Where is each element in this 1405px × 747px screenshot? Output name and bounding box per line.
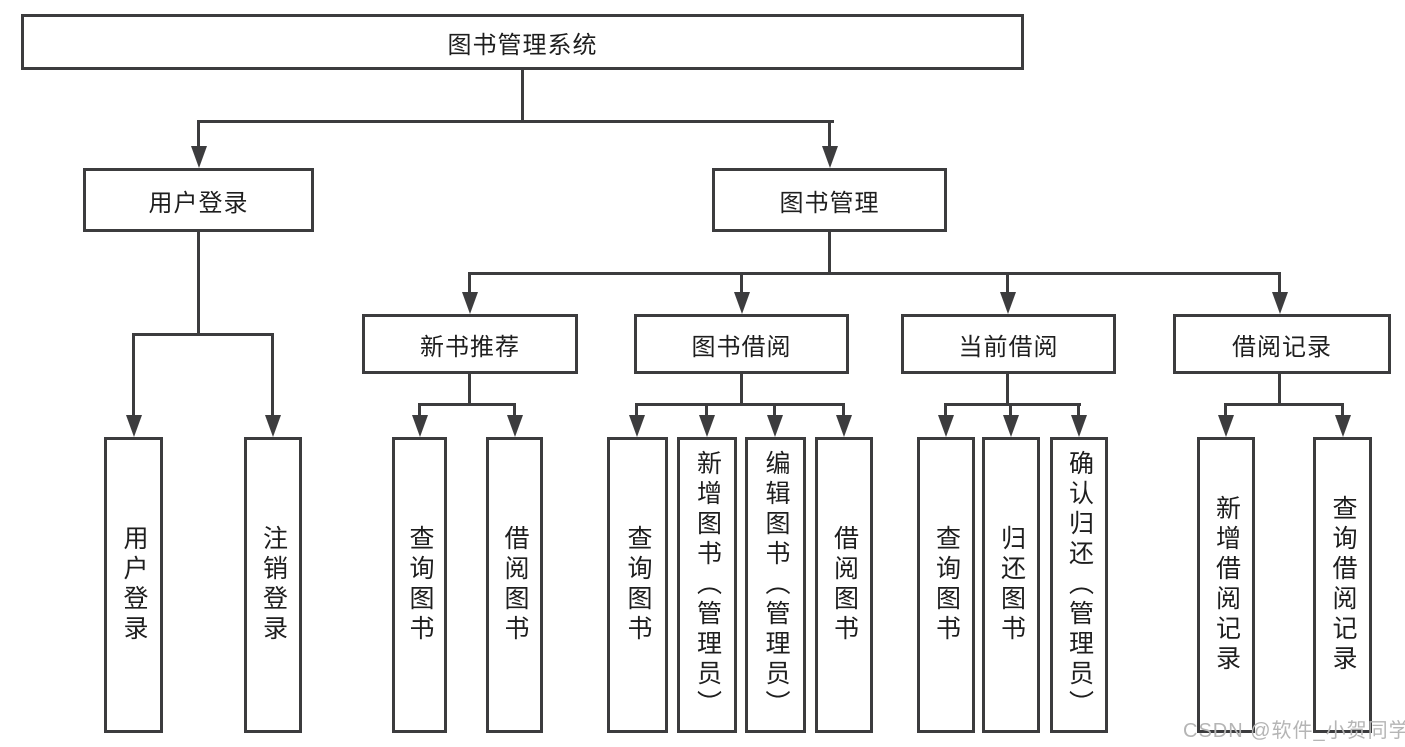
leaf-borrow-query-book-label: 查询图书 (624, 525, 652, 645)
leaf-add-book-admin: 新增图书（管理员） (677, 437, 737, 733)
connector-level2-bus (197, 120, 834, 123)
arrow-down-icon (629, 415, 645, 437)
arrow-down-icon (938, 415, 954, 437)
connector-borrow-records-trunk (1278, 374, 1281, 406)
node-user-login: 用户登录 (83, 168, 314, 232)
connector-drop-leaf (1077, 403, 1080, 417)
arrow-down-icon (126, 415, 142, 437)
arrow-down-icon (412, 415, 428, 437)
arrow-down-icon (191, 146, 207, 168)
connector-drop-leaf (513, 403, 516, 417)
arrow-down-icon (734, 292, 750, 314)
node-root: 图书管理系统 (21, 14, 1024, 70)
leaf-current-query-book-label: 查询图书 (932, 525, 961, 645)
connector-book-borrow-bus (635, 403, 845, 406)
leaf-return-book: 归还图书 (982, 437, 1040, 733)
arrow-down-icon (1335, 415, 1351, 437)
connector-drop-book-management (828, 120, 831, 148)
leaf-query-borrow-record: 查询借阅记录 (1313, 437, 1372, 733)
leaf-query-borrow-record-label: 查询借阅记录 (1329, 495, 1357, 675)
leaf-borrow-book: 借阅图书 (815, 437, 873, 733)
arrow-down-icon (462, 292, 478, 314)
leaf-logout-label: 注销登录 (259, 525, 288, 645)
connector-drop-leaf (842, 403, 845, 417)
connector-drop-leaf (1224, 403, 1227, 417)
node-borrow-records-label: 借阅记录 (1232, 333, 1332, 361)
node-user-login-label: 用户登录 (148, 189, 249, 217)
leaf-rec-query-book: 查询图书 (392, 437, 447, 733)
arrow-down-icon (1272, 292, 1288, 314)
node-root-label: 图书管理系统 (447, 31, 598, 59)
connector-drop-new-book-recommend (468, 272, 471, 294)
leaf-add-book-admin-label: 新增图书（管理员） (693, 450, 722, 720)
connector-drop-borrow-records (1278, 272, 1281, 294)
arrow-down-icon (1071, 415, 1087, 437)
connector-drop-leaf (418, 403, 421, 417)
node-current-borrow: 当前借阅 (901, 314, 1116, 374)
connector-drop-leaf (773, 403, 776, 417)
connector-drop-leaf (1009, 403, 1012, 417)
connector-borrow-records-bus (1224, 403, 1344, 406)
leaf-edit-book-admin: 编辑图书（管理员） (745, 437, 806, 733)
arrow-down-icon (1003, 415, 1019, 437)
connector-drop-current-borrow (1006, 272, 1009, 294)
connector-user-login-bus (132, 333, 274, 336)
connector-level3-bus (468, 272, 1281, 275)
node-borrow-records: 借阅记录 (1173, 314, 1391, 374)
connector-new-book-recommend-bus (418, 403, 516, 406)
connector-drop-leaf-user-login (132, 333, 135, 415)
node-book-management-label: 图书管理 (779, 189, 880, 217)
node-book-borrow: 图书借阅 (634, 314, 849, 374)
connector-book-management-trunk (828, 232, 831, 274)
arrow-down-icon (767, 415, 783, 437)
connector-drop-leaf (944, 403, 947, 417)
arrow-down-icon (265, 415, 281, 437)
connector-book-borrow-trunk (740, 374, 743, 406)
connector-drop-book-borrow (740, 272, 743, 294)
arrow-down-icon (699, 415, 715, 437)
csdn-watermark: CSDN @软件_小贺同学 (1183, 720, 1405, 742)
arrow-down-icon (507, 415, 523, 437)
leaf-rec-borrow-book: 借阅图书 (486, 437, 543, 733)
leaf-add-borrow-record-label: 新增借阅记录 (1212, 495, 1241, 675)
arrow-down-icon (836, 415, 852, 437)
leaf-borrow-book-label: 借阅图书 (830, 525, 859, 645)
leaf-current-query-book: 查询图书 (917, 437, 975, 733)
node-book-management: 图书管理 (712, 168, 947, 232)
connector-root-trunk (521, 69, 524, 121)
arrow-down-icon (1000, 292, 1016, 314)
connector-user-login-trunk (197, 232, 200, 336)
leaf-return-book-label: 归还图书 (997, 525, 1026, 645)
leaf-confirm-return-admin-label: 确认归还（管理员） (1065, 450, 1094, 720)
node-book-borrow-label: 图书借阅 (691, 333, 792, 361)
connector-drop-user-login (197, 120, 200, 148)
leaf-confirm-return-admin: 确认归还（管理员） (1050, 437, 1108, 733)
leaf-borrow-query-book: 查询图书 (607, 437, 668, 733)
node-new-book-recommend-label: 新书推荐 (420, 333, 520, 361)
leaf-edit-book-admin-label: 编辑图书（管理员） (762, 450, 790, 720)
node-new-book-recommend: 新书推荐 (362, 314, 578, 374)
arrow-down-icon (822, 146, 838, 168)
connector-drop-leaf (705, 403, 708, 417)
node-current-borrow-label: 当前借阅 (958, 333, 1059, 361)
arrow-down-icon (1218, 415, 1234, 437)
connector-current-borrow-trunk (1006, 374, 1009, 406)
connector-drop-leaf (635, 403, 638, 417)
leaf-rec-query-book-label: 查询图书 (406, 525, 434, 645)
connector-new-book-recommend-trunk (468, 374, 471, 406)
leaf-rec-borrow-book-label: 借阅图书 (501, 525, 529, 645)
connector-drop-leaf (1341, 403, 1344, 417)
leaf-logout: 注销登录 (244, 437, 302, 733)
connector-drop-leaf-logout (271, 333, 274, 415)
connector-current-borrow-bus (944, 403, 1081, 406)
leaf-add-borrow-record: 新增借阅记录 (1197, 437, 1255, 733)
leaf-user-login-label: 用户登录 (120, 525, 148, 645)
leaf-user-login: 用户登录 (104, 437, 163, 733)
